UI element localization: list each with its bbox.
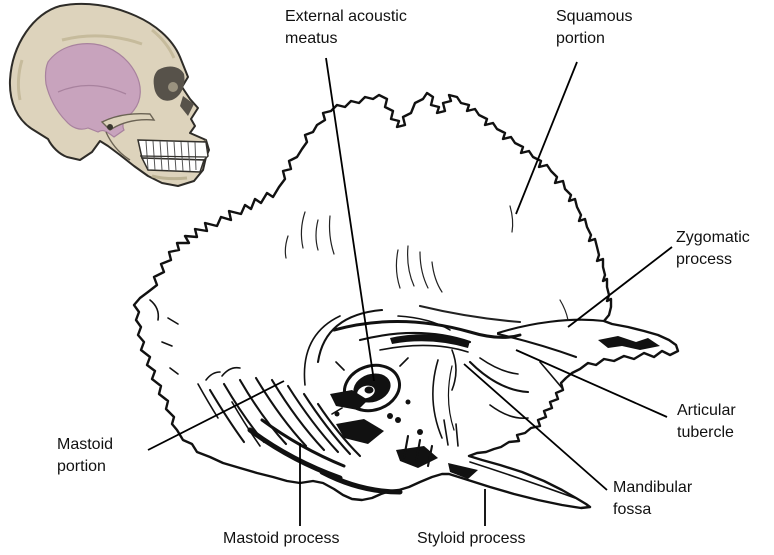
mandibular-fossa-detail xyxy=(432,349,563,439)
label-squamous-portion: Squamous portion xyxy=(556,8,633,47)
mastoid-texture xyxy=(149,299,362,481)
skull-inset-illustration xyxy=(8,2,210,187)
label-zygomatic-process: Zygomatic process xyxy=(676,229,750,268)
nasal-aperture xyxy=(180,96,194,116)
eye-socket-inner xyxy=(168,82,178,92)
leader-lines xyxy=(147,57,673,526)
teeth xyxy=(137,139,209,173)
label-styloid-process: Styloid process xyxy=(417,530,526,547)
leader-mandibular-fossa xyxy=(463,363,608,491)
leader-squamous-portion xyxy=(515,61,578,215)
label-external-acoustic-meatus: External acoustic meatus xyxy=(285,8,407,47)
leader-mastoid-portion xyxy=(147,380,285,451)
squamous-texture xyxy=(284,205,569,324)
temporal-bone-highlight xyxy=(44,43,141,138)
temporal-line-curve xyxy=(57,84,127,95)
label-mastoid-portion: Mastoid portion xyxy=(57,436,114,475)
skull-shading xyxy=(16,28,188,181)
label-articular-tubercle: Articular tubercle xyxy=(677,402,736,441)
leader-zygomatic-process xyxy=(567,246,673,328)
eye-socket xyxy=(153,66,185,101)
leader-external-acoustic-meatus xyxy=(325,57,375,382)
bone-outline xyxy=(132,91,680,510)
leader-articular-tubercle xyxy=(515,349,668,418)
inset-zygomatic-arch xyxy=(100,112,156,131)
label-mandibular-fossa: Mandibular fossa xyxy=(613,479,693,518)
tympanic-detail xyxy=(319,390,478,495)
zygomatic-arch-detail xyxy=(332,318,660,499)
inset-ear-canal xyxy=(107,124,113,130)
label-mastoid-process: Mastoid process xyxy=(223,530,340,547)
